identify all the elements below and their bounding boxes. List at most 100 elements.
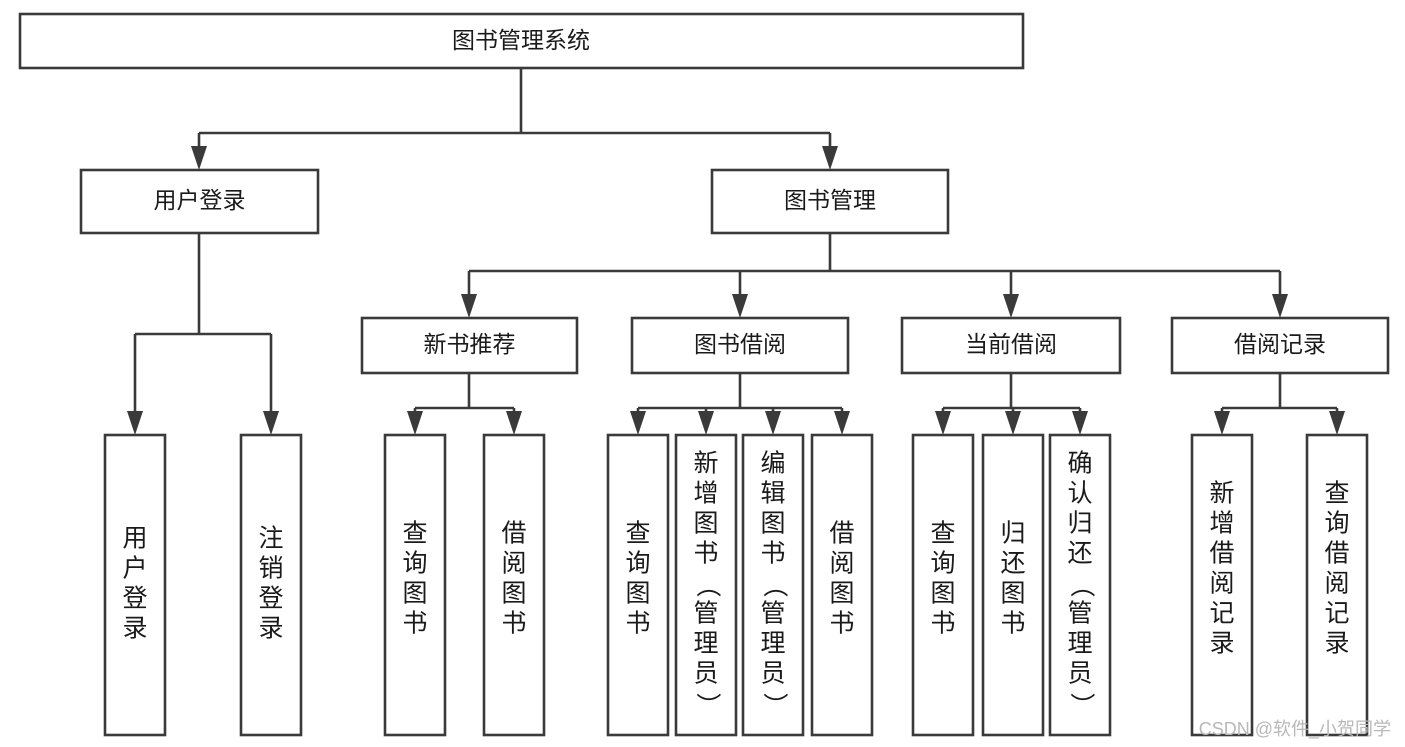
leaf-label-char: 查: [1324, 480, 1349, 508]
leaf-logout-box[interactable]: [239, 433, 303, 737]
leaf-label-char: 记: [1324, 600, 1349, 628]
leaf-label-char: 员: [693, 660, 718, 688]
arrow-current-borrow-leaf-1-icon: [935, 411, 951, 435]
leaf-query-book-3-box[interactable]: [911, 433, 975, 737]
leaf-add-book-box[interactable]: [674, 433, 738, 737]
arrow-borrow-record-leaf-1-icon: [1214, 411, 1230, 435]
node-book-borrow[interactable]: 图书借阅: [630, 316, 850, 375]
leaf-label-char: 询: [1324, 510, 1349, 538]
node-current-borrow-box[interactable]: [900, 316, 1122, 375]
leaf-label-char: 理: [1067, 630, 1092, 658]
leaf-query-book-2-box[interactable]: [606, 433, 670, 737]
leaf-query-book-1-box[interactable]: [383, 433, 447, 737]
arrow-to-new-book-recommend-icon: [461, 294, 477, 318]
leaf-label-char: 查: [930, 520, 955, 548]
node-borrow-record-label: 借阅记录: [1234, 331, 1326, 357]
leaf-query-record-box[interactable]: [1305, 433, 1369, 737]
leaf-label-char: ）: [760, 692, 788, 717]
leaf-label-char: 录: [258, 615, 283, 643]
leaf-label-char: 阅: [1324, 570, 1349, 598]
leaf-label-char: 户: [122, 555, 147, 583]
leaf-label-char: （: [760, 572, 788, 597]
node-user-login-box[interactable]: [79, 168, 320, 235]
leaf-label-char: 阅: [501, 550, 526, 578]
leaf-label-char: 借: [1209, 540, 1234, 568]
leaf-label-char: 书: [829, 610, 854, 638]
leaf-label-char: 认: [1067, 480, 1092, 508]
leaf-label-char: （: [1067, 572, 1095, 597]
node-borrow-record[interactable]: 借阅记录: [1170, 316, 1390, 375]
leaf-label-char: 理: [760, 630, 785, 658]
node-new-book-recommend-box[interactable]: [360, 316, 579, 375]
leaf-label-char: 书: [760, 540, 785, 568]
leaf-label-char: ）: [693, 692, 721, 717]
leaf-label-char: 图: [760, 510, 785, 538]
leaf-label-char: （: [693, 572, 721, 597]
leaf-label-char: 阅: [829, 550, 854, 578]
leaf-user-login[interactable]: 用户登录: [103, 433, 167, 737]
node-user-login[interactable]: 用户登录: [79, 168, 320, 235]
node-root-box[interactable]: [18, 12, 1025, 70]
arrow-root-to-user-login-icon: [191, 146, 207, 170]
leaf-label-char: 注: [258, 525, 283, 553]
arrow-new-book-recommend-leaf-2-icon: [506, 411, 522, 435]
leaf-borrow-book-1-box[interactable]: [482, 433, 546, 737]
node-book-manage-box[interactable]: [710, 168, 950, 235]
arrow-user-login-leaf-2-icon: [263, 411, 279, 435]
node-root[interactable]: 图书管理系统: [18, 12, 1025, 70]
arrow-book-borrow-leaf-3-icon: [765, 411, 781, 435]
leaf-label-char: 图: [501, 580, 526, 608]
leaf-return-book-box[interactable]: [981, 433, 1045, 737]
arrow-to-borrow-record-icon: [1272, 294, 1288, 318]
leaf-label-char: 图: [829, 580, 854, 608]
arrow-book-borrow-leaf-2-icon: [698, 411, 714, 435]
node-book-manage[interactable]: 图书管理: [710, 168, 950, 235]
node-current-borrow-label: 当前借阅: [965, 331, 1057, 357]
leaf-label-char: 用: [122, 525, 147, 553]
arrow-book-borrow-leaf-1-icon: [630, 411, 646, 435]
leaf-label-char: 增: [693, 480, 718, 508]
arrow-user-login-leaf-1-icon: [127, 411, 143, 435]
leaf-label-char: 询: [625, 550, 650, 578]
leaf-borrow-book-2-box[interactable]: [810, 433, 874, 737]
leaf-add-record-box[interactable]: [1190, 433, 1254, 737]
leaf-label-char: 查: [402, 520, 427, 548]
leaf-user-login-box[interactable]: [103, 433, 167, 737]
leaf-label-char: 图: [930, 580, 955, 608]
node-new-book-recommend[interactable]: 新书推荐: [360, 316, 579, 375]
leaf-label-char: 图: [402, 580, 427, 608]
leaf-edit-book-box[interactable]: [741, 433, 805, 737]
leaf-label-char: 归: [1067, 510, 1092, 538]
leaf-label-char: 员: [760, 660, 785, 688]
leaf-label-char: 借: [1324, 540, 1349, 568]
leaf-label-char: 书: [625, 610, 650, 638]
arrow-new-book-recommend-leaf-1-icon: [407, 411, 423, 435]
node-root-label: 图书管理系统: [452, 27, 590, 53]
leaf-label-char: 新: [1209, 480, 1234, 508]
node-borrow-record-box[interactable]: [1170, 316, 1390, 375]
node-book-borrow-label: 图书借阅: [694, 331, 786, 357]
leaf-confirm-return-box[interactable]: [1048, 433, 1112, 737]
arrow-to-current-borrow-icon: [1003, 294, 1019, 318]
leaf-label-char: 书: [693, 540, 718, 568]
leaf-label-char: 录: [1324, 630, 1349, 658]
node-book-borrow-box[interactable]: [630, 316, 850, 375]
leaf-label-char: 借: [501, 520, 526, 548]
arrow-root-to-book-manage-icon: [822, 146, 838, 170]
node-current-borrow[interactable]: 当前借阅: [900, 316, 1122, 375]
